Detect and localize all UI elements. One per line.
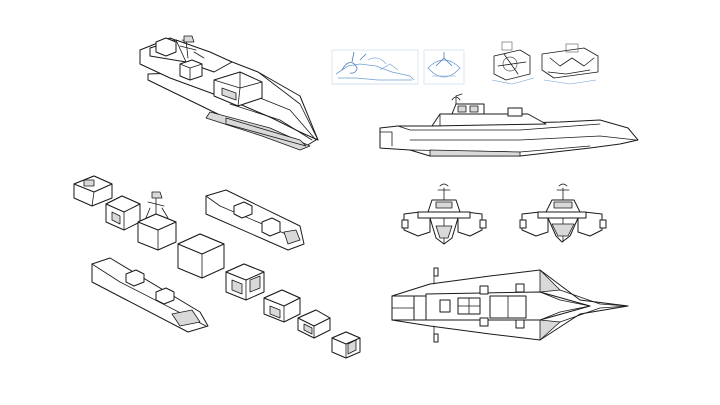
side-elevation-view (379, 93, 639, 157)
exploded-part-wedge-2 (297, 309, 331, 339)
front-view-a (401, 183, 487, 245)
exploded-part-lower-hull-plate (91, 257, 209, 333)
concept-sketch-front (423, 49, 465, 85)
exploded-part-wedge-1 (263, 289, 301, 323)
assembled-isometric-view (139, 35, 319, 151)
exploded-part-engine-box (225, 263, 265, 301)
concept-sketch-rear-2 (541, 43, 599, 85)
plan-view (391, 267, 629, 343)
exploded-part-top-cabin (73, 175, 113, 207)
concept-sketch-side (331, 49, 419, 85)
concept-sketch-rear-1 (491, 41, 535, 85)
exploded-part-small-box (331, 331, 361, 359)
exploded-part-large-block (177, 233, 225, 279)
exploded-part-mast-module (137, 191, 177, 251)
front-view-b (519, 183, 607, 243)
exploded-part-upper-deck-plate (205, 189, 305, 251)
exploded-part-cabin-box (105, 195, 141, 231)
